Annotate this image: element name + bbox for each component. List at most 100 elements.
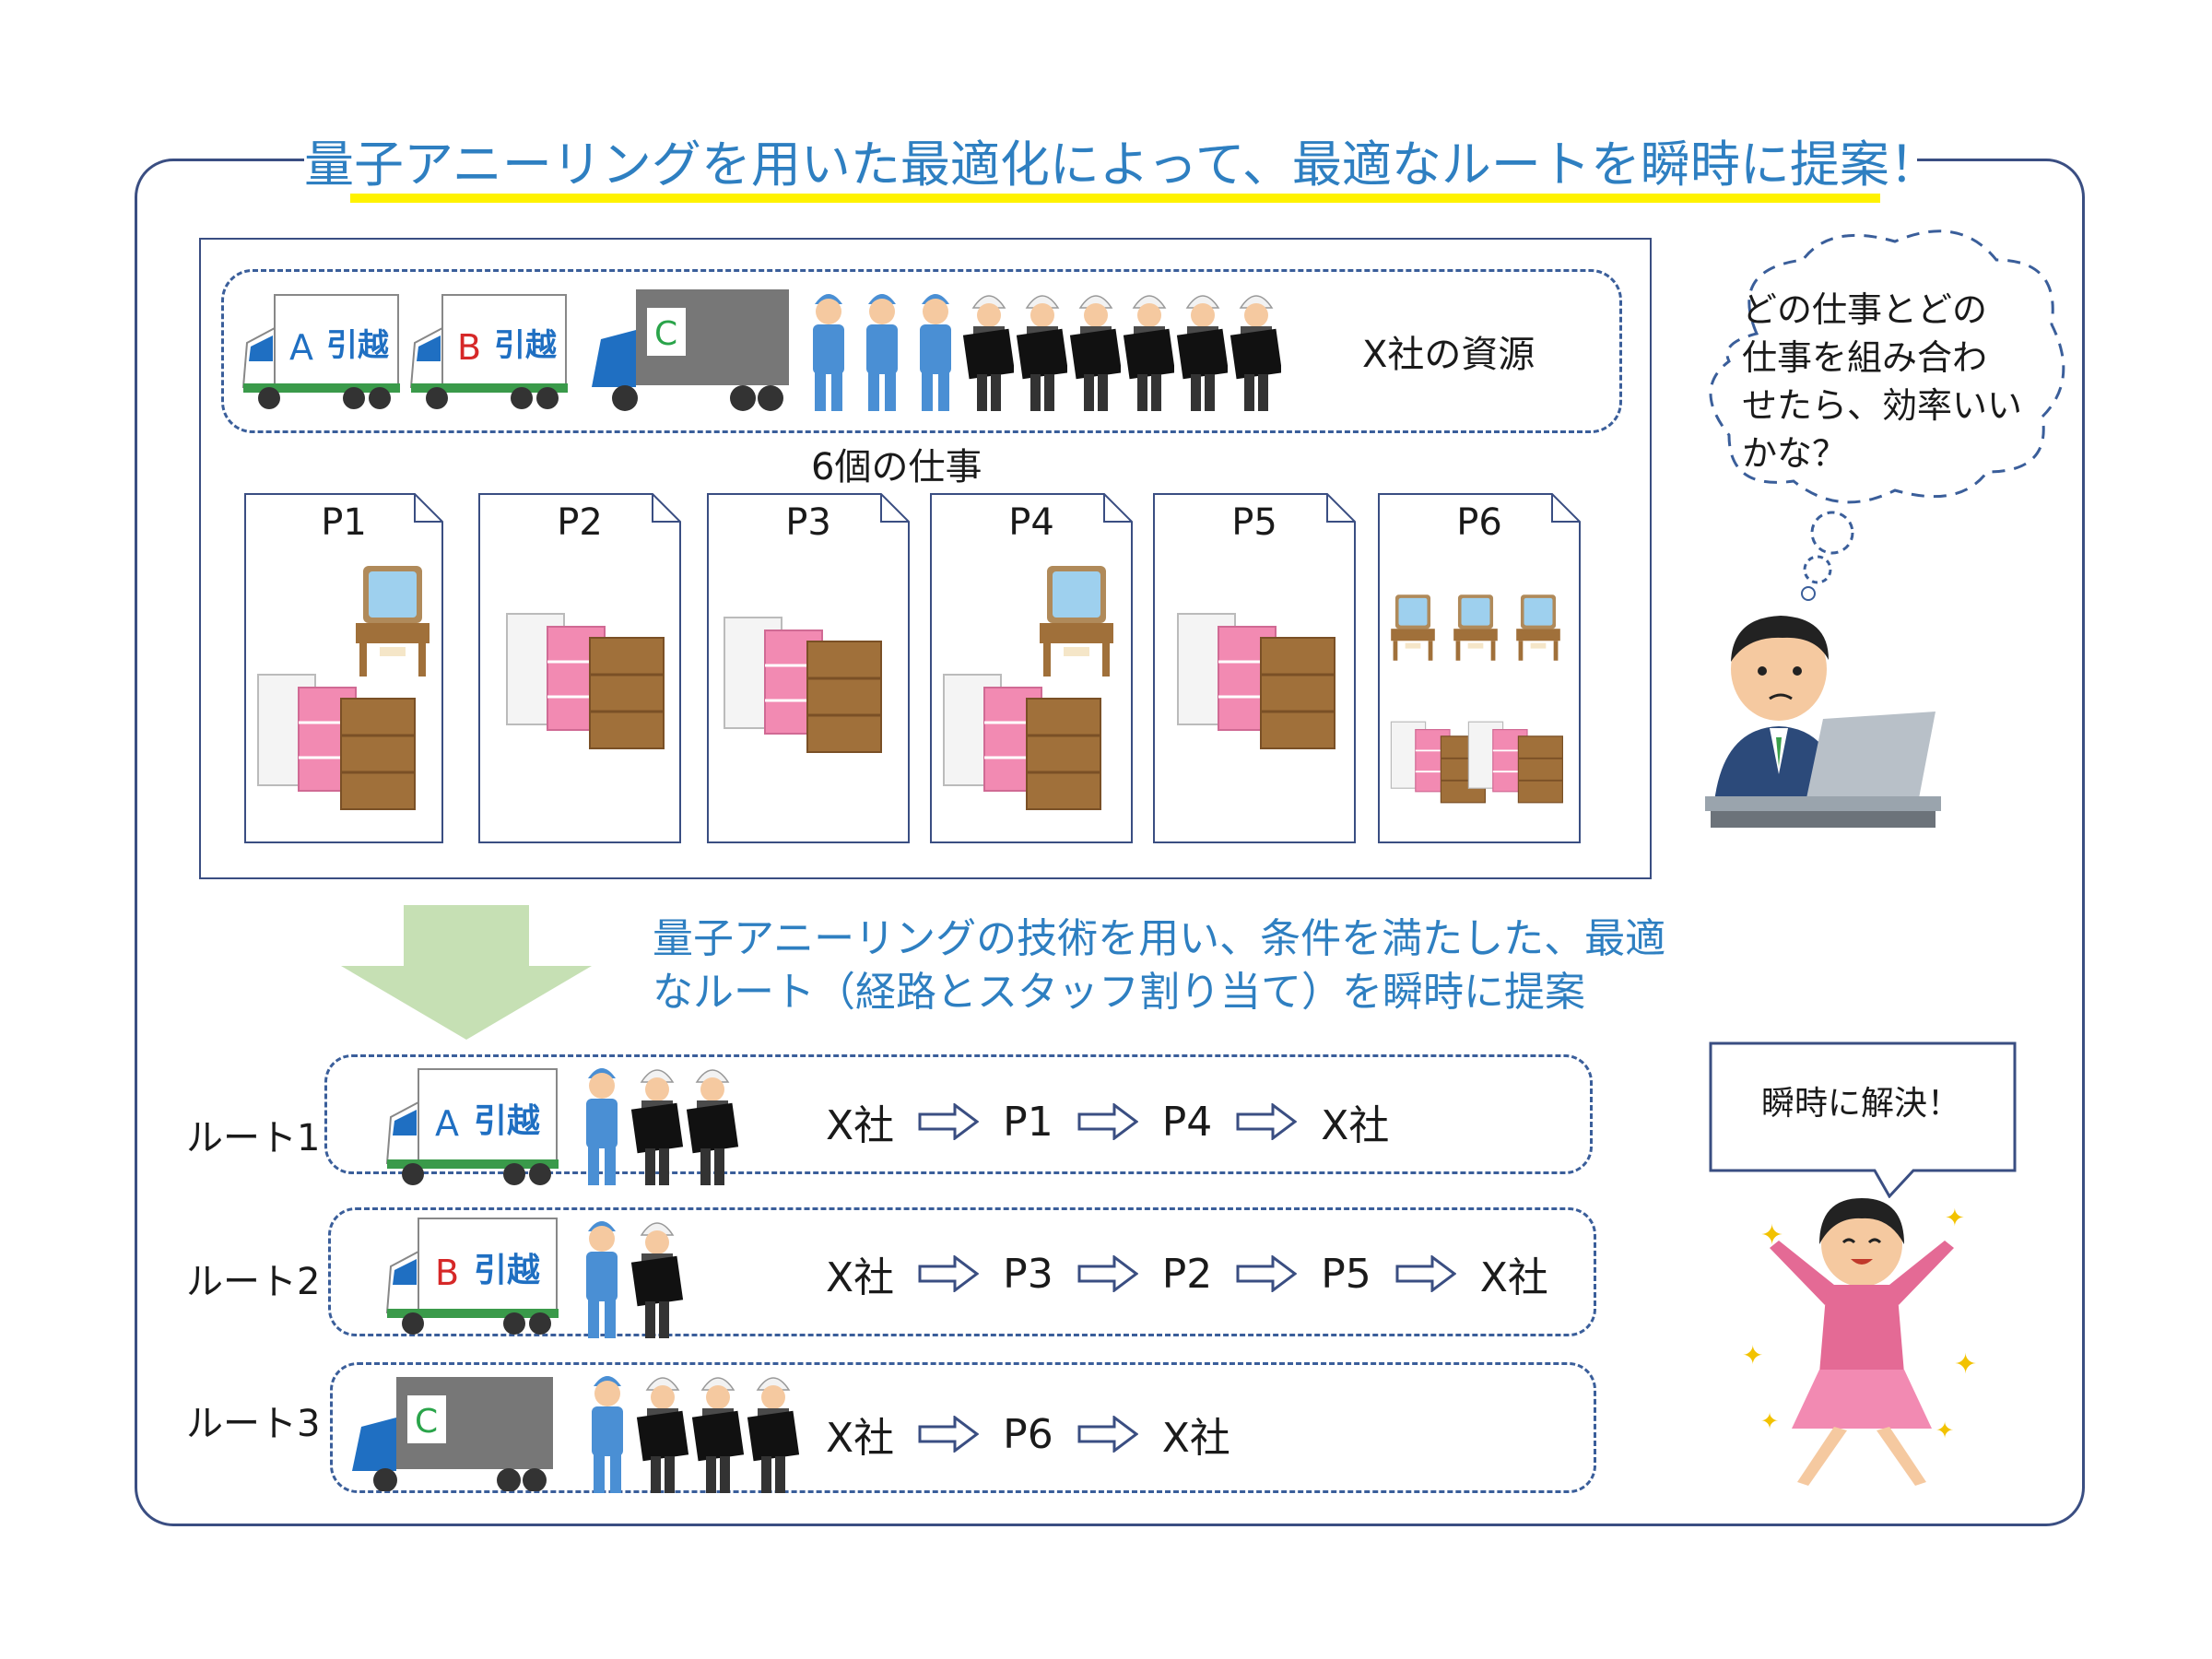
svg-text:A: A <box>435 1103 459 1144</box>
right-arrow-icon <box>1077 1416 1138 1453</box>
down-arrow-icon <box>341 905 592 1040</box>
furniture-group <box>1038 564 1115 682</box>
staff-black-icon <box>636 1377 689 1493</box>
thought-bubble <box>1709 229 2065 601</box>
resources-label: X社の資源 <box>1362 334 1535 376</box>
shelves-icon <box>943 674 1101 810</box>
staff-blue-icon <box>920 294 951 411</box>
furniture-group <box>354 564 431 682</box>
problem-panel <box>199 238 1652 879</box>
job-label: P6 <box>1456 501 1502 544</box>
furniture-group <box>505 612 667 754</box>
route-label: ルート3 <box>186 1403 321 1445</box>
svg-text:B: B <box>435 1253 459 1293</box>
route-staff-group <box>581 1368 800 1497</box>
worried-man-laptop-icon <box>1705 616 1941 828</box>
thought-line-4: かな？ <box>1742 433 1848 474</box>
svg-text:✦: ✦ <box>1742 1340 1763 1371</box>
dresser-icon <box>1516 594 1560 661</box>
truck-letter: A <box>289 327 313 368</box>
dresser-icon <box>1391 594 1435 661</box>
shelves-icon <box>724 617 882 753</box>
thought-line-2: 仕事を組み合わ <box>1742 337 1988 378</box>
route-node: X社 <box>826 1102 895 1149</box>
staff-black-icon <box>1016 295 1067 411</box>
shelves-icon <box>506 613 665 749</box>
route-node: P1 <box>1003 1098 1053 1146</box>
title-area: 量子アニーリングを用いた最適化によって、最適なルートを瞬時に提案！ <box>304 127 1939 203</box>
route-node: X社 <box>1161 1415 1230 1462</box>
svg-text:C: C <box>415 1403 438 1441</box>
staff-blue-icon <box>592 1376 623 1493</box>
furniture-group <box>723 616 885 758</box>
staff-blue-icon <box>586 1068 618 1185</box>
staff-blue-icon <box>866 294 898 411</box>
route-node: X社 <box>1479 1254 1548 1301</box>
route-box-1 <box>324 1054 1593 1174</box>
furniture-group <box>1453 594 1499 665</box>
resource-staff-group <box>802 284 1281 415</box>
truck-letter: C <box>654 315 677 353</box>
job-label: P5 <box>1231 501 1277 544</box>
route-truck-c-icon: C <box>352 1377 553 1491</box>
route-node: P4 <box>1161 1098 1213 1146</box>
furniture-group <box>1467 721 1565 807</box>
truck-a-icon: A 引越 <box>241 294 400 409</box>
route-node: P5 <box>1321 1250 1371 1298</box>
svg-text:引越: 引越 <box>474 1102 541 1140</box>
route-label: ルート1 <box>186 1117 321 1159</box>
resources-group <box>221 269 1622 433</box>
route-node: X社 <box>1321 1102 1390 1149</box>
job-card-p4: P4 <box>929 492 1134 844</box>
truck-b-icon: B 引越 <box>409 294 568 409</box>
job-label: P3 <box>785 501 831 544</box>
route-box-3 <box>330 1362 1596 1493</box>
route-truck-a-icon: A 引越 <box>385 1068 559 1185</box>
shelves-icon <box>257 674 416 810</box>
svg-text:✦: ✦ <box>1945 1205 1965 1232</box>
right-arrow-icon <box>1236 1255 1298 1292</box>
job-card-p3: P3 <box>706 492 911 844</box>
truck-c-icon: C <box>592 289 789 411</box>
job-card-p1: P1 <box>243 492 444 844</box>
truck-text: 引越 <box>326 327 390 364</box>
right-arrow-icon <box>918 1103 980 1140</box>
staff-blue-icon <box>813 294 844 411</box>
right-arrow-icon <box>918 1416 980 1453</box>
job-label: P4 <box>1008 501 1054 544</box>
description-line-2: なルート（経路とスタッフ割り当て）を瞬時に提案 <box>653 969 1585 1016</box>
staff-black-icon <box>630 1069 684 1185</box>
route-node: P3 <box>1003 1250 1053 1298</box>
route-truck-b-icon: B 引越 <box>385 1218 559 1335</box>
route-node: X社 <box>826 1415 895 1462</box>
job-card-p5: P5 <box>1152 492 1357 844</box>
furniture-group <box>1176 612 1338 754</box>
route-label: ルート2 <box>186 1261 321 1303</box>
dresser-icon <box>1040 566 1113 677</box>
page-title: 量子アニーリングを用いた最適化によって、最適なルートを瞬時に提案！ <box>304 135 1939 194</box>
title-highlight <box>350 194 1880 203</box>
job-label: P1 <box>321 501 367 544</box>
route-path: X社 P1 P4 X社 <box>826 1092 1389 1151</box>
description-line-1: 量子アニーリングの技術を用い、条件を満たした、最適 <box>653 915 1666 962</box>
shelves-icon <box>1467 721 1563 804</box>
happy-woman-icon: ✦ ✦ ✦ ✦ ✦ ✦ <box>1742 1198 1977 1486</box>
truck-letter: B <box>457 327 481 368</box>
svg-text:引越: 引越 <box>474 1252 541 1289</box>
shelves-icon <box>1177 613 1335 749</box>
staff-black-icon <box>1230 295 1281 411</box>
staff-black-icon <box>691 1377 745 1493</box>
right-arrow-icon <box>1236 1103 1298 1140</box>
dresser-icon <box>356 566 429 677</box>
route-staff-group <box>575 1213 684 1342</box>
route-box-2 <box>328 1207 1596 1336</box>
svg-text:✦: ✦ <box>1760 1408 1779 1434</box>
staff-black-icon <box>1069 295 1121 411</box>
right-arrow-icon <box>1077 1255 1138 1292</box>
route-staff-group <box>575 1060 739 1189</box>
staff-black-icon <box>1123 295 1174 411</box>
staff-black-icon <box>686 1069 739 1185</box>
route-node: X社 <box>826 1254 895 1301</box>
furniture-group <box>942 673 1104 815</box>
svg-text:✦: ✦ <box>1954 1348 1977 1381</box>
